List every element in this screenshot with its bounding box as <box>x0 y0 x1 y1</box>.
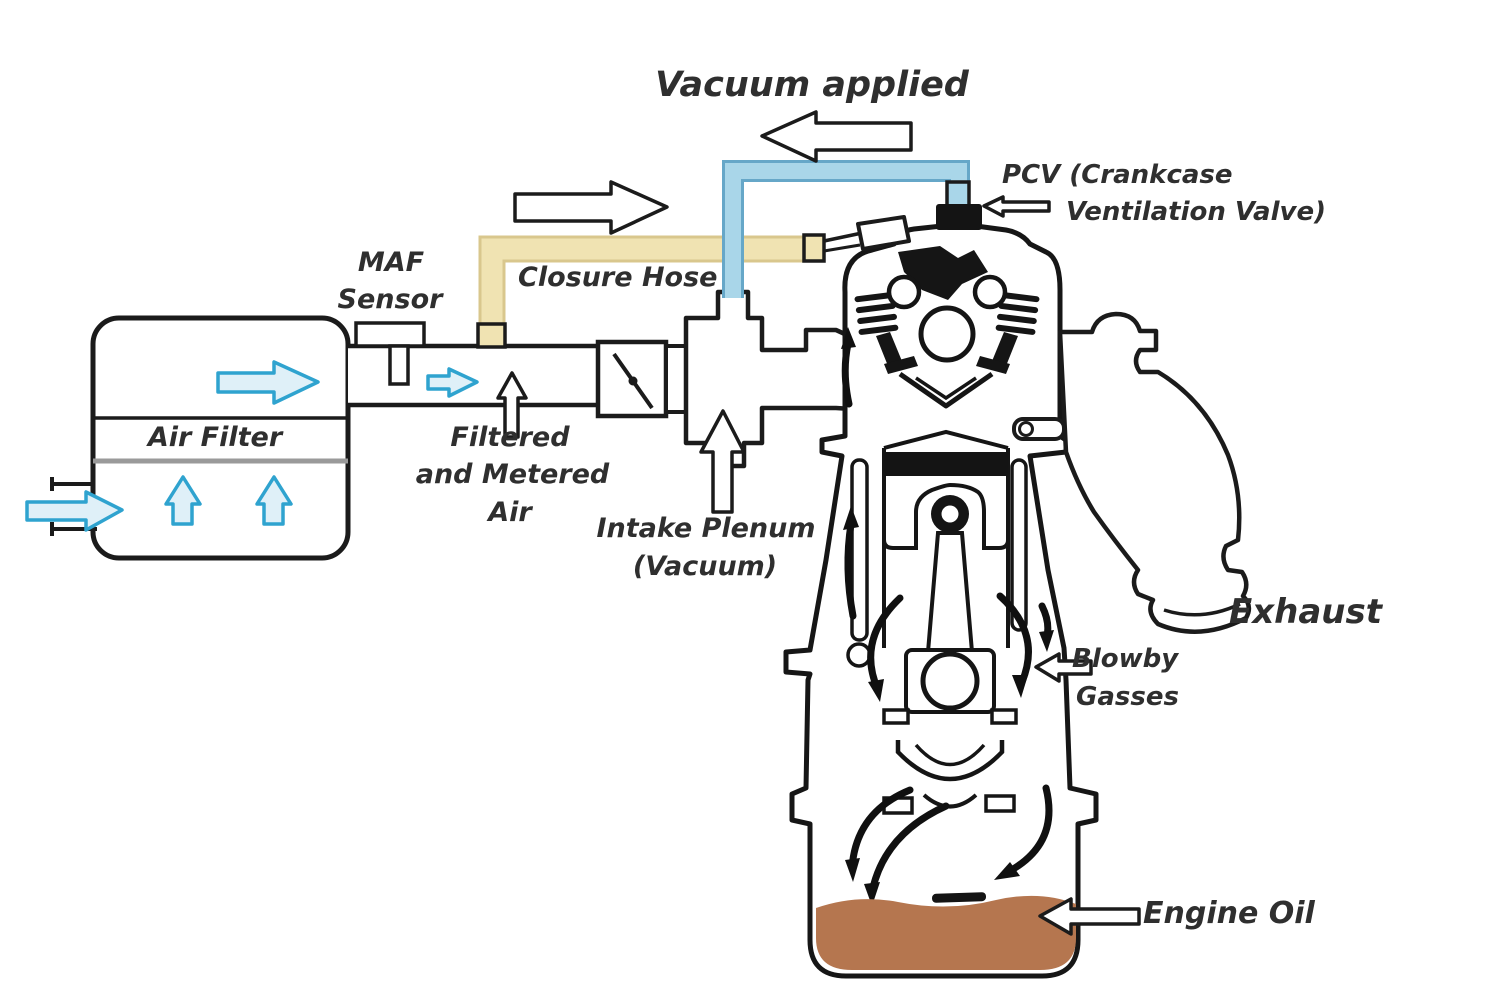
pcv-pointer-arrow <box>982 195 1051 218</box>
blowby-pointer-arrow <box>1034 652 1093 683</box>
throttle-body <box>595 339 688 419</box>
label-filtered-air-line1: Filtered <box>450 422 570 453</box>
label-maf-line2: Sensor <box>337 284 443 315</box>
label-filtered-air-line3: Air <box>488 497 532 528</box>
label-pcv-line1: PCV (Crankcase <box>1002 160 1233 190</box>
label-air-filter: Air Filter <box>147 422 283 453</box>
label-intake-plenum-line2: (Vacuum) <box>632 551 778 582</box>
oil-pan-oil <box>816 892 1076 970</box>
valve-spring-right <box>995 292 1040 335</box>
pcv-valve <box>936 180 982 230</box>
intake-duct <box>348 343 598 408</box>
label-maf-line1: MAF <box>357 247 425 278</box>
valve-spring-left <box>854 292 899 335</box>
intake-plenum-arrow <box>699 409 746 514</box>
airflow-arrow-up-1 <box>164 475 202 526</box>
label-filtered-air-line2: and Metered <box>415 459 610 490</box>
airflow-arrow-inlet <box>25 490 124 532</box>
airflow-arrow-up-2 <box>255 475 293 526</box>
closure-hose-pipe <box>476 231 863 349</box>
label-blowby-line2: Gasses <box>1076 682 1179 712</box>
vacuum-applied-arrow <box>760 110 913 163</box>
label-intake-plenum-line1: Intake Plenum <box>596 513 816 544</box>
maf-sensor <box>354 321 426 386</box>
label-blowby-line1: Blowby <box>1072 644 1179 674</box>
head-mount-lug <box>1012 417 1066 441</box>
airflow-arrows-blue <box>25 360 479 532</box>
cylinder-head-detail <box>854 246 1040 409</box>
label-engine-oil: Engine Oil <box>1143 896 1315 931</box>
airflow-arrow-duct <box>426 367 479 398</box>
cylinder-piston-detail <box>846 429 1028 815</box>
breather-box <box>856 215 911 251</box>
filtered-air-arrow <box>496 371 528 439</box>
flow-arrows-outline <box>496 110 1141 936</box>
label-closure-hose: Closure Hose <box>518 262 718 293</box>
exhaust-pipe <box>1057 311 1252 634</box>
engine-oil-pointer-arrow <box>1038 897 1141 936</box>
label-exhaust: Exhaust <box>1229 592 1382 632</box>
blowby-flow-arrows <box>841 327 1054 906</box>
label-pcv-line2: Ventilation Valve) <box>1066 197 1326 227</box>
label-vacuum-applied: Vacuum applied <box>655 65 969 105</box>
closure-hose-arrow <box>513 180 669 235</box>
airflow-arrow-top <box>216 360 320 405</box>
